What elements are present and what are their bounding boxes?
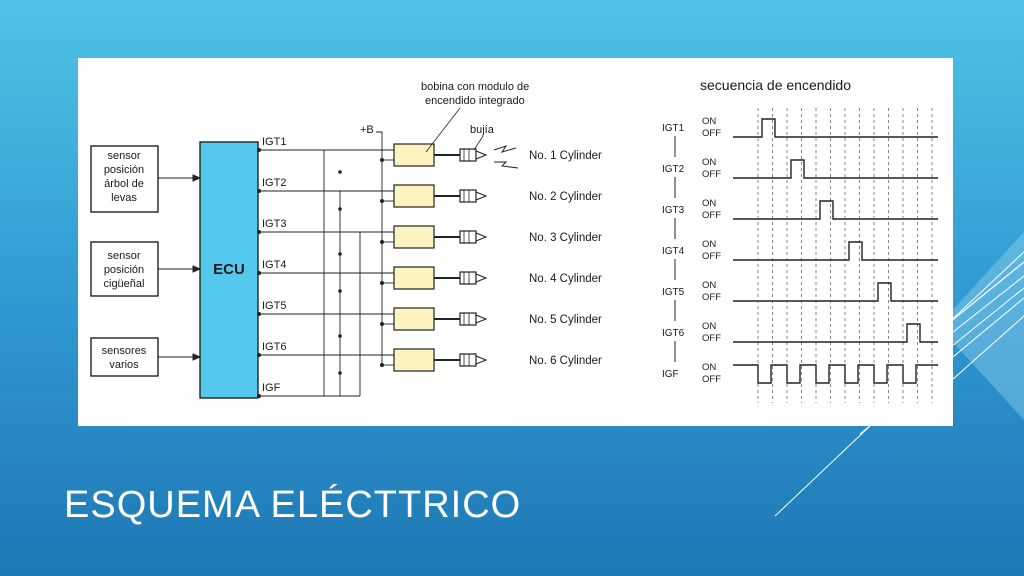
- slide-title: ESQUEMA ELÉCTTRICO: [64, 484, 522, 526]
- coil-label-line-2: encendido integrado: [425, 95, 525, 107]
- ecu-label: ECU: [213, 261, 245, 278]
- timing-signal-label: IGT5: [662, 287, 685, 298]
- timing-off-label: OFF: [702, 169, 721, 180]
- timing-on-label: ON: [702, 239, 716, 250]
- timing-signal-label: IGT3: [662, 205, 685, 216]
- timing-off-label: OFF: [702, 333, 721, 344]
- timing-waveform-igf: [733, 364, 938, 384]
- cylinder-label-6: No. 6 Cylinder: [529, 355, 602, 367]
- ignition-coil-6: [393, 348, 435, 372]
- coil-row-4: No. 4 Cylinder: [338, 266, 602, 293]
- supply-label: +B: [360, 124, 374, 136]
- spark-plug-5: [459, 312, 477, 326]
- sensor-camshaft-line-1: sensor: [107, 150, 140, 162]
- cylinder-label-2: No. 2 Cylinder: [529, 191, 602, 203]
- sensor-arrows: [158, 174, 202, 361]
- sensor-crankshaft-line-1: sensor: [107, 250, 140, 262]
- sensor-camshaft-line-4: levas: [111, 192, 137, 204]
- sensor-camshaft-line-2: posición: [104, 164, 144, 176]
- coil-row-2: No. 2 Cylinder: [338, 184, 602, 211]
- ecu-pin-igt3: IGT3: [262, 218, 286, 230]
- cylinder-label-1: No. 1 Cylinder: [529, 150, 602, 162]
- timing-off-label: OFF: [702, 292, 721, 303]
- timing-signal-label: IGT2: [662, 164, 685, 175]
- coil-row-1: No. 1 Cylinder: [338, 143, 602, 174]
- timing-signal-label: IGT1: [662, 123, 685, 134]
- sparkplug-label: bujía: [470, 124, 495, 136]
- timing-signal-label: IGF: [662, 369, 679, 380]
- ecu-pin-igt5: IGT5: [262, 300, 286, 312]
- coil-label-line-1: bobina con modulo de: [421, 81, 529, 93]
- ignition-coil-1: [393, 143, 435, 167]
- timing-off-label: OFF: [702, 374, 721, 385]
- timing-on-label: ON: [702, 280, 716, 291]
- spark-plug-3: [459, 230, 477, 244]
- timing-signal-label: IGT4: [662, 246, 685, 257]
- sensor-various-line-1: sensores: [102, 345, 147, 357]
- cylinder-label-3: No. 3 Cylinder: [529, 232, 602, 244]
- ignition-coil-3: [393, 225, 435, 249]
- ecu-pin-igf: IGF: [262, 382, 281, 394]
- ecu-pin-igt2: IGT2: [262, 177, 286, 189]
- spark-plug-1: [459, 148, 477, 162]
- ecu-pin-igt1: IGT1: [262, 136, 286, 148]
- coil-row-6: No. 6 Cylinder: [338, 348, 602, 375]
- coil-row-3: No. 3 Cylinder: [338, 225, 602, 256]
- timing-waveform: [733, 200, 938, 220]
- timing-on-label: ON: [702, 198, 716, 209]
- timing-title: secuencia de encendido: [700, 77, 851, 93]
- sensor-crankshaft-line-3: cigüeñal: [104, 278, 145, 290]
- timing-on-label: ON: [702, 157, 716, 168]
- timing-on-label: ON: [702, 321, 716, 332]
- timing-waveform: [733, 118, 938, 138]
- timing-off-label: OFF: [702, 251, 721, 262]
- cylinder-label-5: No. 5 Cylinder: [529, 314, 602, 326]
- sensor-box-camshaft: sensor posición árbol de levas: [90, 145, 159, 213]
- timing-on-label: ON: [702, 116, 716, 127]
- timing-off-label: OFF: [702, 210, 721, 221]
- timing-chart: IGT1ONOFFIGT2ONOFFIGT3ONOFFIGT4ONOFFIGT5…: [662, 108, 938, 403]
- ignition-diagram-figure: sensor posición árbol de levas sensor po…: [78, 58, 953, 426]
- ignition-coil-4: [393, 266, 435, 290]
- ecu-pin-igt6: IGT6: [262, 341, 286, 353]
- sensor-various-line-2: varios: [109, 359, 139, 371]
- ecu-block: ECU: [199, 141, 259, 399]
- timing-waveform: [733, 241, 938, 261]
- timing-on-label: ON: [702, 362, 716, 373]
- sensor-box-various: sensores varios: [90, 337, 159, 377]
- timing-signal-label: IGT6: [662, 328, 685, 339]
- spark-symbol: [493, 145, 519, 169]
- spark-plug-4: [459, 271, 477, 285]
- spark-plug-6: [459, 353, 477, 367]
- sensor-box-crankshaft: sensor posición cigüeñal: [90, 241, 159, 297]
- ignition-coil-5: [393, 307, 435, 331]
- cylinder-label-4: No. 4 Cylinder: [529, 273, 602, 285]
- timing-waveform: [733, 323, 938, 343]
- spark-plug-2: [459, 189, 477, 203]
- sensor-crankshaft-line-2: posición: [104, 264, 144, 276]
- ignition-coil-2: [393, 184, 435, 208]
- ignition-diagram: sensor posición árbol de levas sensor po…: [90, 77, 938, 403]
- ecu-pin-igt4: IGT4: [262, 259, 286, 271]
- sensor-camshaft-line-3: árbol de: [104, 178, 144, 190]
- coil-row-5: No. 5 Cylinder: [338, 307, 602, 338]
- timing-off-label: OFF: [702, 128, 721, 139]
- timing-waveform: [733, 282, 938, 302]
- timing-waveform: [733, 159, 938, 179]
